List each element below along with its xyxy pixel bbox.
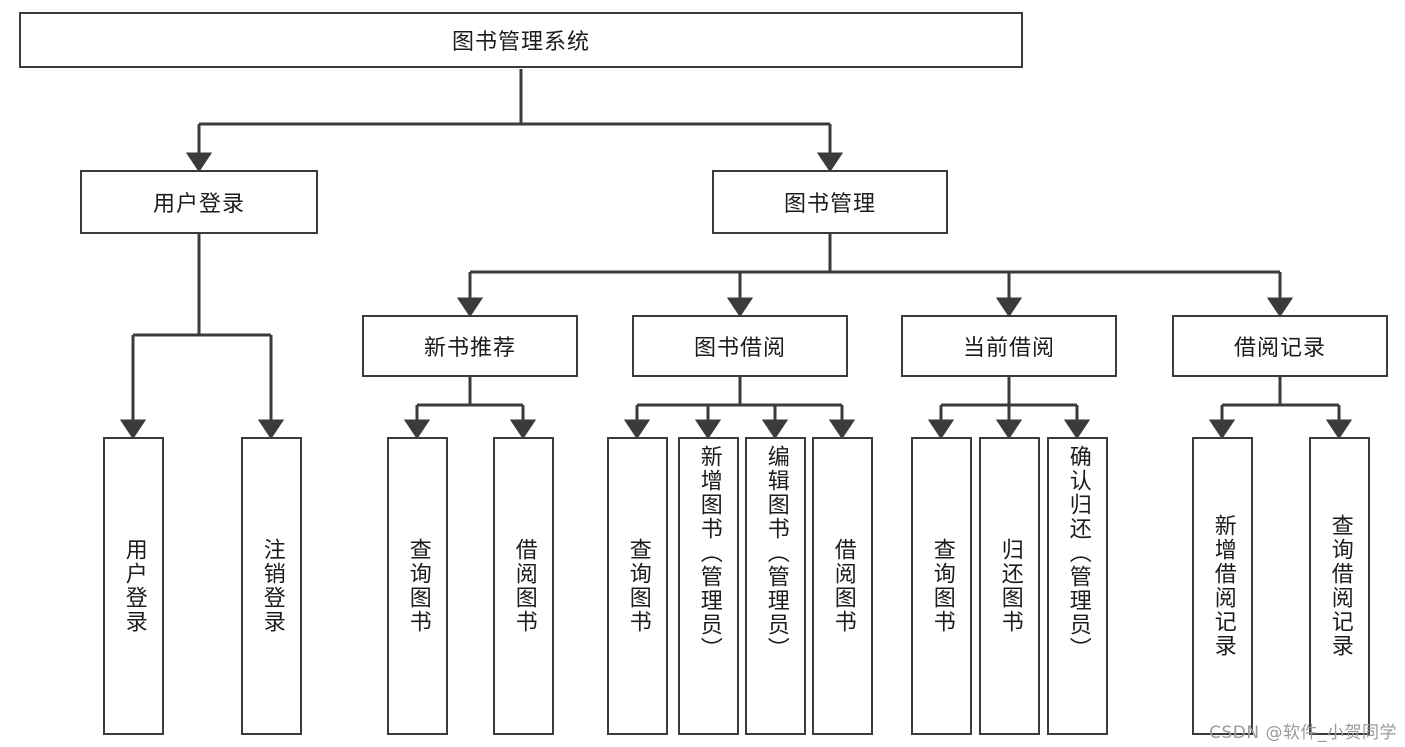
- node-book-borrow[interactable]: 图书借阅: [632, 315, 848, 377]
- node-book-management[interactable]: 图书管理: [712, 170, 948, 234]
- node-label: 确认归还（管理员）: [1065, 445, 1091, 661]
- leaf-recommend-borrow-book[interactable]: 借阅图书: [493, 437, 554, 735]
- node-label: 图书借阅: [693, 336, 786, 361]
- node-root-system[interactable]: 图书管理系统: [19, 12, 1023, 68]
- leaf-borrow-borrow-book[interactable]: 借阅图书: [812, 437, 873, 735]
- node-label: 编辑图书（管理员）: [763, 445, 789, 661]
- node-current-borrow[interactable]: 当前借阅: [901, 315, 1117, 377]
- leaf-record-query-record[interactable]: 查询借阅记录: [1309, 437, 1370, 735]
- leaf-borrow-add-book-admin[interactable]: 新增图书（管理员）: [678, 437, 739, 735]
- node-user-login[interactable]: 用户登录: [80, 170, 318, 234]
- node-label: 借阅图书: [511, 538, 537, 634]
- watermark-text: CSDN @软件_小贺同学: [1209, 723, 1397, 743]
- node-label: 借阅记录: [1233, 336, 1326, 361]
- leaf-record-add-record[interactable]: 新增借阅记录: [1192, 437, 1253, 735]
- node-label: 查询图书: [625, 538, 651, 634]
- node-label: 新增图书（管理员）: [696, 445, 722, 661]
- node-label: 用户登录: [121, 538, 147, 634]
- node-label: 用户登录: [152, 192, 245, 217]
- node-new-book-recommend[interactable]: 新书推荐: [362, 315, 578, 377]
- node-label: 注销登录: [259, 538, 285, 634]
- leaf-user-login-signout[interactable]: 注销登录: [241, 437, 302, 735]
- node-borrow-record[interactable]: 借阅记录: [1172, 315, 1388, 377]
- leaf-borrow-edit-book-admin[interactable]: 编辑图书（管理员）: [745, 437, 806, 735]
- leaf-current-query-book[interactable]: 查询图书: [911, 437, 972, 735]
- node-label: 借阅图书: [830, 538, 856, 634]
- node-label: 查询图书: [929, 538, 955, 634]
- node-label: 新增借阅记录: [1210, 514, 1236, 658]
- leaf-borrow-query-book[interactable]: 查询图书: [607, 437, 668, 735]
- node-label: 查询借阅记录: [1327, 514, 1353, 658]
- node-label: 图书管理: [783, 192, 876, 217]
- node-label: 归还图书: [997, 538, 1023, 634]
- node-label: 新书推荐: [423, 336, 516, 361]
- node-label: 查询图书: [405, 538, 431, 634]
- leaf-current-confirm-return-admin[interactable]: 确认归还（管理员）: [1047, 437, 1108, 735]
- node-label: 当前借阅: [962, 336, 1055, 361]
- leaf-current-return-book[interactable]: 归还图书: [979, 437, 1040, 735]
- leaf-user-login-signin[interactable]: 用户登录: [103, 437, 164, 735]
- node-label: 图书管理系统: [451, 30, 590, 55]
- leaf-recommend-query-book[interactable]: 查询图书: [387, 437, 448, 735]
